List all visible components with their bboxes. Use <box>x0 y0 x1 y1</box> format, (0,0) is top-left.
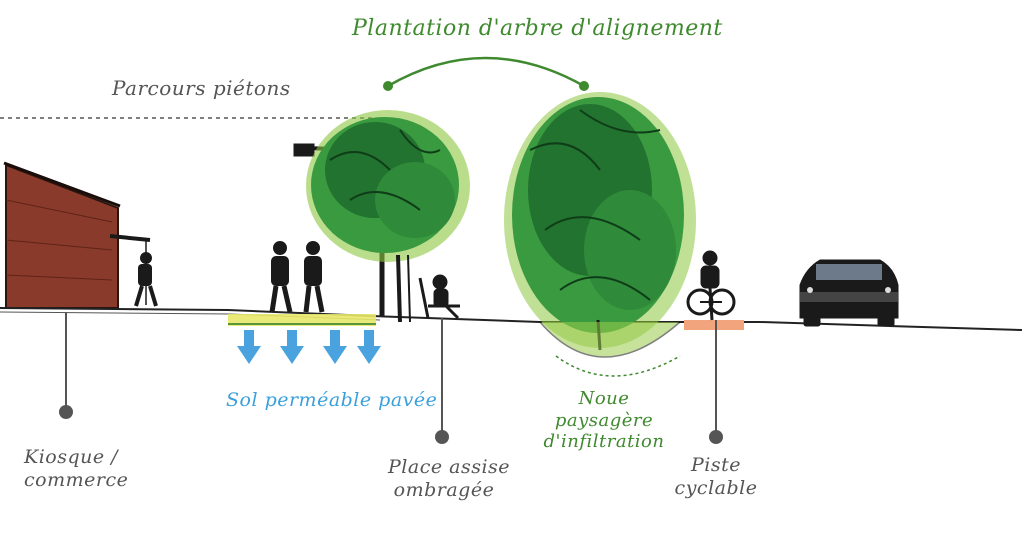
kiosk-label: Kiosque / commerce <box>24 446 128 492</box>
shaded-seating-label: Place assise ombragée <box>388 456 511 502</box>
infiltration-swale <box>539 321 681 358</box>
swale-dashed-outline <box>555 355 681 377</box>
water-arrow-icon <box>323 330 347 364</box>
swale-label-line-1: Noue <box>578 388 630 409</box>
tree-planting-label: Plantation d'arbre d'alignement <box>352 16 723 41</box>
bike-lane-callout-dot <box>709 430 723 444</box>
pedestrian-figure-2 <box>303 241 325 313</box>
bike-lane-label-line-2: cyclable <box>674 476 758 499</box>
water-arrow-icon <box>280 330 304 364</box>
swale-label: Noue paysagère d'infiltration <box>542 388 666 453</box>
seating-callout-dot <box>435 430 449 444</box>
street-tree-left <box>306 110 470 323</box>
arc-end-dot-right <box>579 81 589 91</box>
arc-end-dot-left <box>383 81 393 91</box>
kiosk-label-line-2: commerce <box>24 468 129 491</box>
bike-lane-label: Piste cyclable <box>670 454 762 500</box>
water-arrow-icon <box>237 330 261 364</box>
swale-label-line-3: d'infiltration <box>543 431 665 453</box>
pedestrian-path-label: Parcours piétons <box>112 76 291 100</box>
tree-planting-arc <box>387 56 585 88</box>
callout-leaders <box>65 312 717 436</box>
kiosk-customer-figure <box>134 252 158 307</box>
kiosk-label-line-1: Kiosque / <box>24 446 119 468</box>
water-arrow-icon <box>357 330 381 364</box>
kiosk-building <box>3 161 151 309</box>
swale-label-line-2: paysagère <box>554 409 654 431</box>
shaded-seating-label-line-1: Place assise <box>388 456 511 478</box>
car <box>799 259 899 327</box>
pedestrian-figure-1 <box>269 241 293 313</box>
shaded-seating-label-line-2: ombragée <box>393 478 495 501</box>
permeable-paving-strip <box>228 314 376 326</box>
street-tree-right <box>504 92 696 351</box>
seated-person-bench <box>418 274 460 320</box>
infiltration-arrows <box>237 330 381 364</box>
permeable-soil-label: Sol perméable pavée <box>226 389 438 411</box>
cyclist-figure <box>686 250 736 321</box>
kiosk-callout-dot <box>59 405 73 419</box>
bike-lane-strip <box>684 320 744 330</box>
bike-lane-label-line-1: Piste <box>691 454 741 476</box>
